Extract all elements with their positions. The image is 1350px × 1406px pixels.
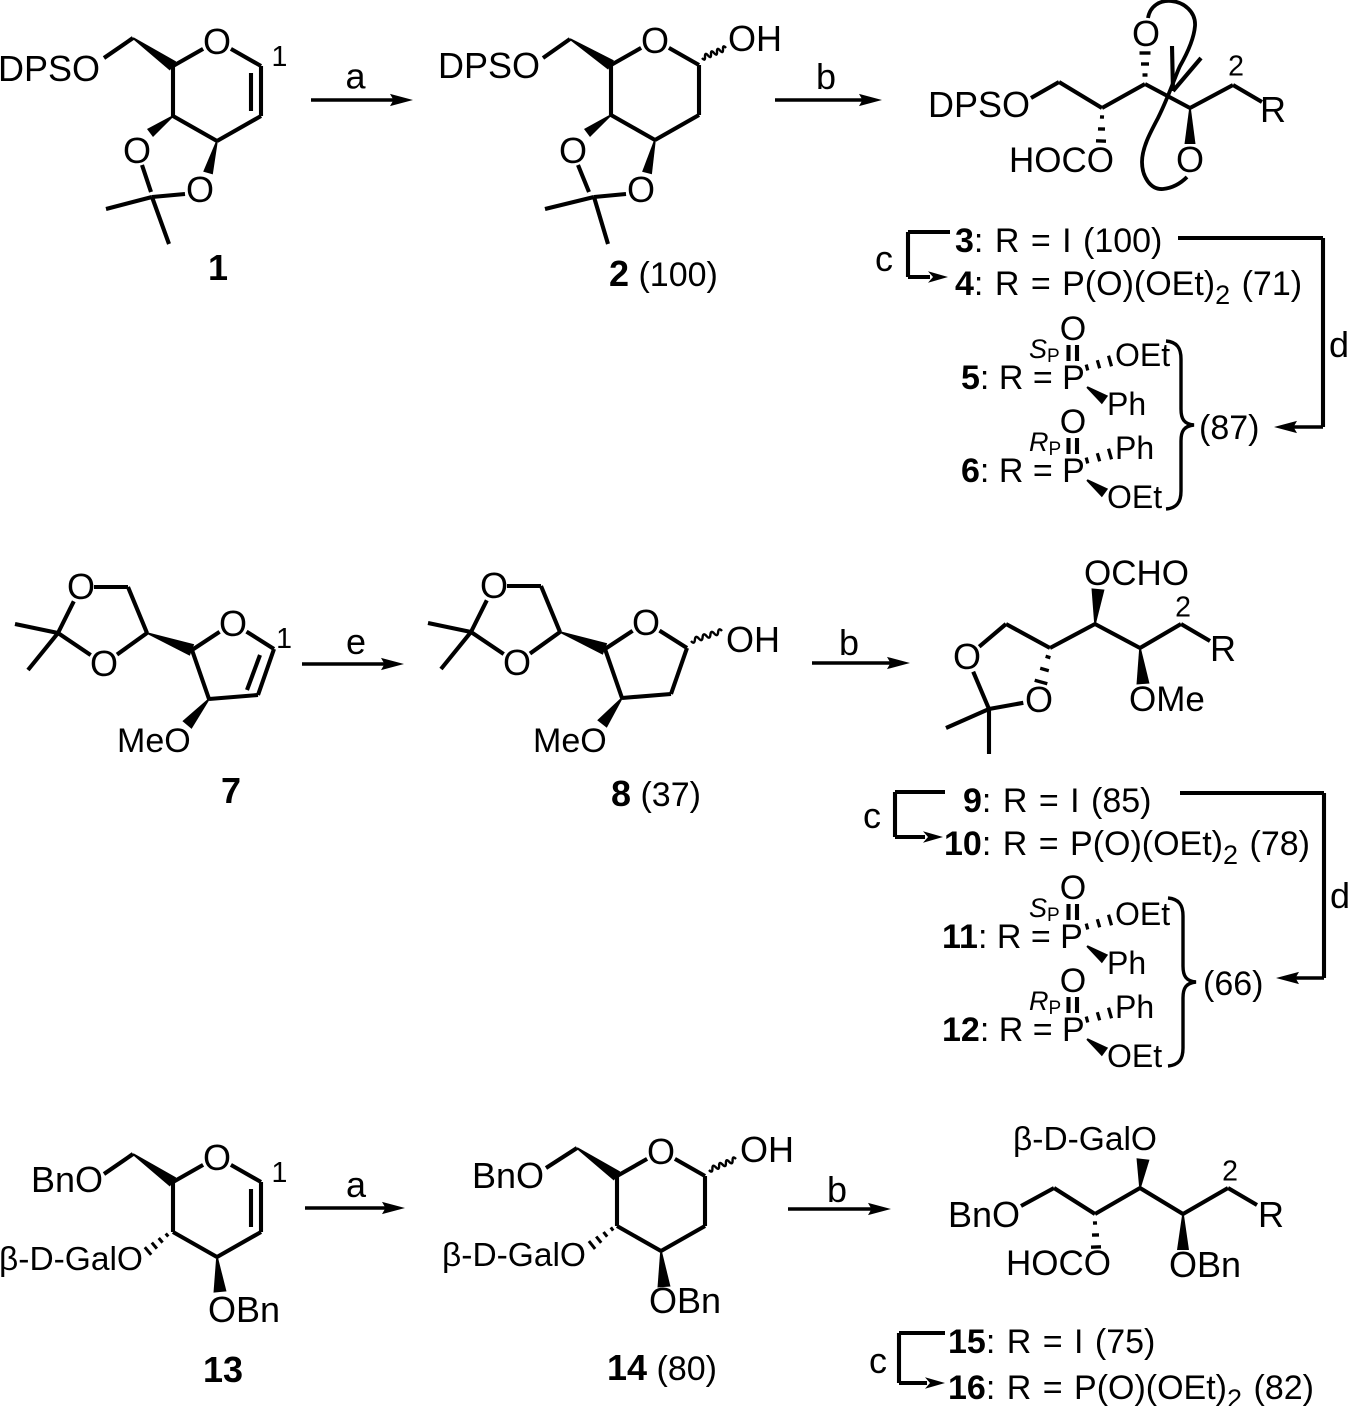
svg-text:O: O: [1060, 869, 1086, 907]
svg-text:2: 2: [1175, 592, 1191, 624]
svg-text:SP: SP: [1029, 334, 1060, 367]
svg-text:15: R = I (75): 15: R = I (75): [948, 1323, 1155, 1361]
svg-text:2 (100): 2 (100): [609, 253, 718, 294]
svg-text:DPSO: DPSO: [0, 48, 100, 89]
svg-text:16: R = P(O)(OEt)2 (82): 16: R = P(O)(OEt)2 (82): [948, 1369, 1314, 1406]
svg-text:O: O: [1060, 403, 1086, 441]
svg-text:O: O: [641, 20, 669, 61]
svg-text:RP: RP: [1029, 986, 1061, 1019]
svg-text:OH: OH: [740, 1129, 794, 1170]
svg-text:MeO: MeO: [117, 722, 191, 760]
svg-text:O: O: [1176, 139, 1204, 180]
svg-text:1: 1: [272, 41, 288, 73]
svg-text:O: O: [186, 169, 214, 210]
svg-text:R: R: [1210, 628, 1236, 669]
svg-text:d: d: [1330, 875, 1350, 916]
svg-text:HOCO: HOCO: [1006, 1244, 1111, 1283]
svg-text:2: 2: [1228, 51, 1244, 83]
svg-text:Ph: Ph: [1115, 430, 1154, 466]
svg-text:SP: SP: [1029, 893, 1060, 926]
svg-text:1: 1: [208, 247, 228, 288]
svg-text:b: b: [827, 1169, 847, 1210]
svg-text:2: 2: [1222, 1156, 1238, 1188]
svg-text:Ph: Ph: [1107, 945, 1146, 981]
svg-text:BnO: BnO: [31, 1159, 103, 1200]
svg-text:OEt: OEt: [1115, 896, 1170, 932]
svg-text:c: c: [863, 795, 881, 836]
svg-text:10: R = P(O)(OEt)2 (78): 10: R = P(O)(OEt)2 (78): [944, 825, 1310, 870]
svg-text:a: a: [346, 1164, 367, 1205]
svg-text:11: R = P: 11: R = P: [942, 918, 1083, 956]
svg-text:O: O: [559, 130, 587, 171]
svg-text:O: O: [503, 642, 531, 683]
svg-text:a: a: [345, 56, 366, 97]
svg-text:14 (80): 14 (80): [607, 1347, 717, 1388]
svg-text:6: R = P: 6: R = P: [961, 452, 1085, 490]
svg-text:O: O: [67, 566, 95, 607]
svg-text:Ph: Ph: [1107, 386, 1146, 422]
svg-text:O: O: [203, 21, 231, 62]
svg-text:β-D-GalO: β-D-GalO: [1013, 1121, 1157, 1158]
svg-text:O: O: [123, 130, 151, 171]
svg-text:β-D-GalO: β-D-GalO: [0, 1241, 143, 1278]
svg-text:OBn: OBn: [649, 1280, 721, 1321]
svg-text:OBn: OBn: [1169, 1244, 1241, 1285]
svg-text:R: R: [1258, 1194, 1284, 1235]
svg-text:8 (37): 8 (37): [611, 773, 701, 814]
svg-text:7: 7: [221, 770, 241, 811]
svg-text:b: b: [839, 622, 859, 663]
svg-text:O: O: [480, 565, 508, 606]
svg-text:O: O: [203, 1137, 231, 1178]
svg-text:O: O: [627, 169, 655, 210]
svg-text:e: e: [346, 621, 366, 662]
svg-text:RP: RP: [1029, 427, 1061, 460]
svg-text:DPSO: DPSO: [928, 84, 1030, 125]
svg-text:c: c: [869, 1340, 887, 1381]
svg-text:Ph: Ph: [1115, 989, 1154, 1025]
svg-text:O: O: [1060, 962, 1086, 1000]
svg-text:BnO: BnO: [948, 1194, 1020, 1235]
svg-text:OH: OH: [726, 619, 780, 660]
svg-text:HOCO: HOCO: [1009, 141, 1114, 180]
svg-text:O: O: [1132, 13, 1160, 54]
svg-text:c: c: [875, 238, 893, 279]
svg-text:OEt: OEt: [1115, 337, 1170, 373]
svg-text:5: R = P: 5: R = P: [961, 359, 1085, 397]
svg-text:4: R = P(O)(OEt)2 (71): 4: R = P(O)(OEt)2 (71): [955, 265, 1302, 310]
svg-text:DPSO: DPSO: [438, 45, 540, 86]
svg-text:(66): (66): [1203, 965, 1263, 1003]
svg-text:β-D-GalO: β-D-GalO: [442, 1237, 586, 1274]
svg-text:OBn: OBn: [208, 1289, 280, 1330]
svg-text:MeO: MeO: [533, 722, 607, 760]
svg-text:O: O: [632, 602, 660, 643]
svg-text:R: R: [1260, 89, 1286, 130]
svg-text:(87): (87): [1199, 409, 1259, 447]
svg-text:O: O: [647, 1131, 675, 1172]
svg-text:O: O: [1060, 310, 1086, 348]
svg-text:b: b: [816, 56, 836, 97]
svg-text:O: O: [1025, 679, 1053, 720]
svg-text:OEt: OEt: [1107, 1038, 1162, 1074]
svg-text:O: O: [90, 643, 118, 684]
svg-text:O: O: [219, 603, 247, 644]
svg-text:OEt: OEt: [1107, 479, 1162, 515]
svg-text:OH: OH: [728, 18, 782, 59]
svg-text:OCHO: OCHO: [1084, 554, 1189, 593]
svg-text:d: d: [1329, 324, 1349, 365]
svg-text:12: R = P: 12: R = P: [942, 1011, 1085, 1049]
svg-text:OMe: OMe: [1129, 680, 1205, 719]
svg-text:1: 1: [272, 1157, 288, 1189]
svg-text:1: 1: [276, 623, 292, 655]
svg-text:BnO: BnO: [472, 1155, 544, 1196]
svg-text:13: 13: [203, 1349, 243, 1390]
svg-text:3: R = I (100): 3: R = I (100): [955, 222, 1162, 260]
svg-text:9: R = I (85): 9: R = I (85): [963, 782, 1151, 820]
svg-text:O: O: [953, 636, 981, 677]
